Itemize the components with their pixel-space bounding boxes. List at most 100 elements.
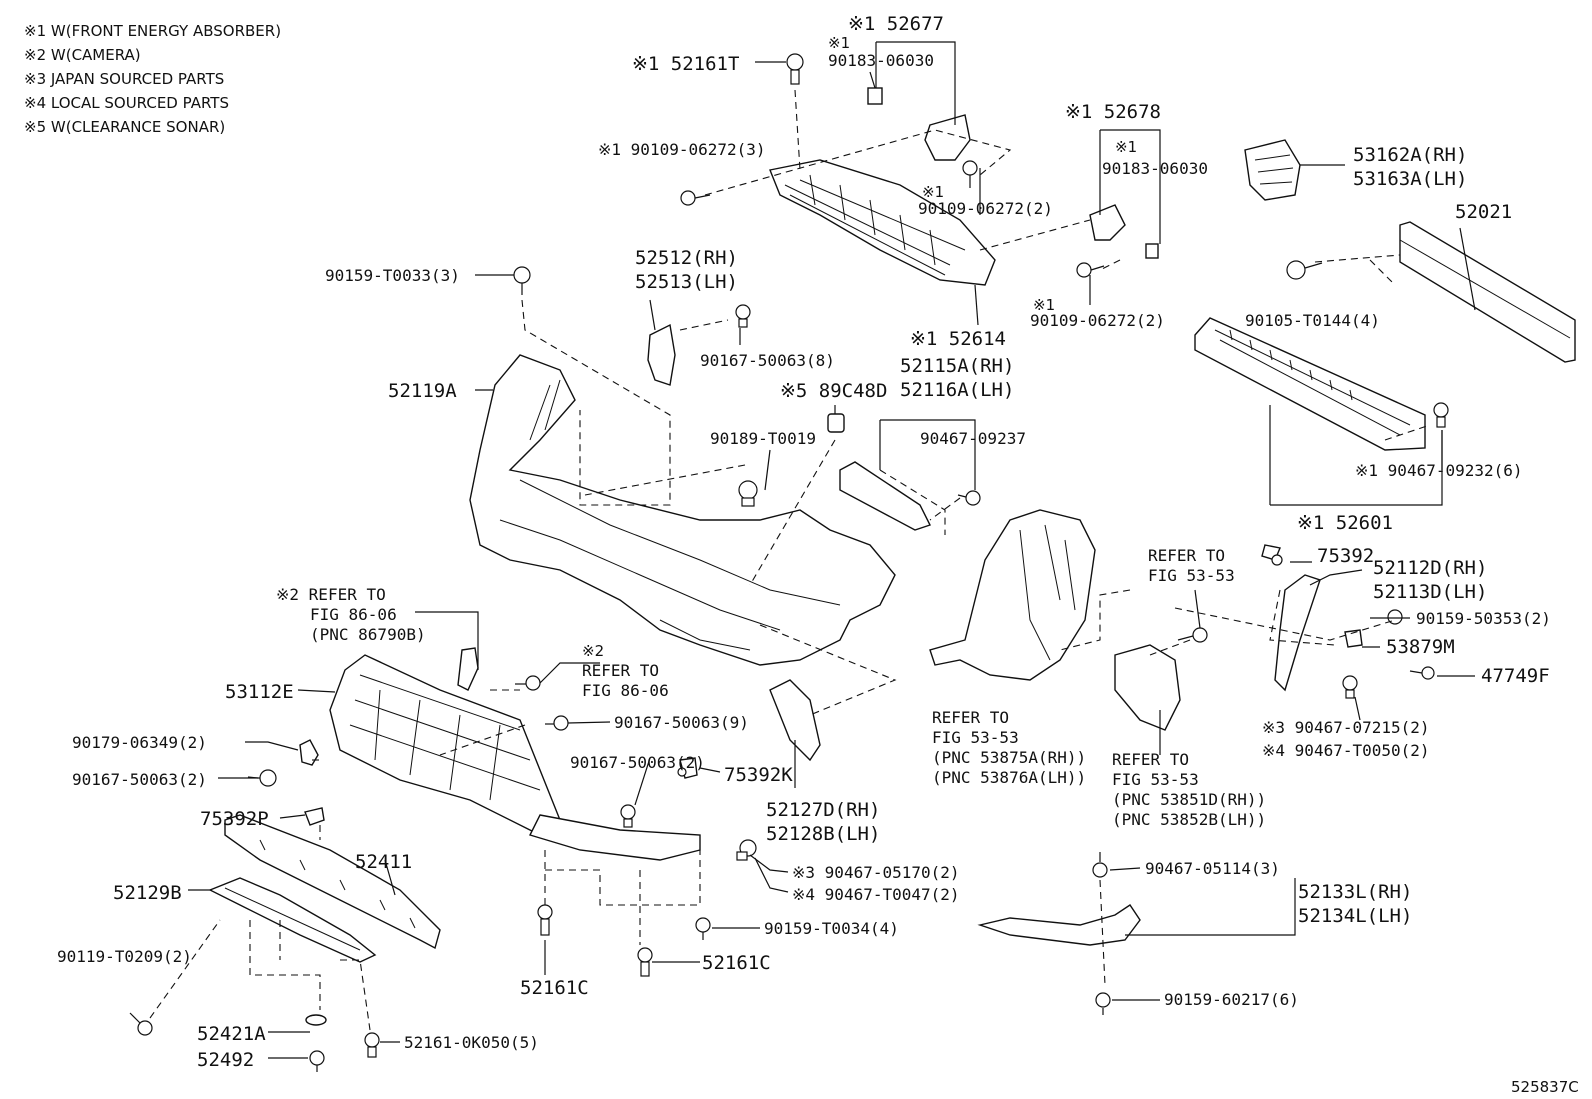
- legend: ※1 W(FRONT ENERGY ABSORBER) ※2 W(CAMERA)…: [24, 22, 281, 136]
- label-52113D: 52113D(LH): [1373, 581, 1487, 603]
- label-52116A: 52116A(LH): [900, 379, 1014, 401]
- label-90159-60217: 90159-60217(6): [1164, 990, 1299, 1009]
- label-52112D: 52112D(RH): [1373, 557, 1487, 579]
- part-shapes: [129, 53, 1576, 1072]
- note-90109b: ※1: [922, 183, 944, 201]
- legend-line-4: ※4 LOCAL SOURCED PARTS: [24, 94, 229, 112]
- bar-52021: [1399, 221, 1576, 363]
- note-90109c: ※1: [1033, 296, 1055, 314]
- label-90167-2b: 90167-50063(2): [72, 770, 207, 789]
- label-53879M: 53879M: [1386, 636, 1455, 658]
- label-90183b: 90183-06030: [1102, 159, 1208, 178]
- label-52119A: 52119A: [388, 380, 457, 402]
- label-90159-T0034: 90159-T0034(4): [764, 919, 899, 938]
- bracket-52678: [1089, 204, 1159, 259]
- label-75392P: 75392P: [200, 808, 269, 830]
- mudguard: [1114, 644, 1181, 731]
- ref-53-53b-line4: (PNC 53876A(LH)): [932, 768, 1086, 787]
- label-52134L: 52134L(LH): [1298, 905, 1412, 927]
- absorber-52601: [1194, 317, 1426, 451]
- label-53112E: 53112E: [225, 681, 294, 703]
- bracket-53162A: [1244, 139, 1301, 201]
- label-90467-09237: 90467-09237: [920, 429, 1026, 448]
- label-90183a: 90183-06030: [828, 51, 934, 70]
- label-90109c: 90109-06272(2): [1030, 311, 1165, 330]
- label-52614: ※1 52614: [910, 328, 1006, 350]
- label-52411: 52411: [355, 851, 412, 873]
- bracket-52115A: [839, 461, 931, 531]
- label-52115A: 52115A(RH): [900, 355, 1014, 377]
- label-47749F: 47749F: [1481, 665, 1550, 687]
- note-ref-86-06b: ※2: [582, 642, 604, 660]
- label-90189: 90189-T0019: [710, 429, 816, 448]
- spoiler-52411: [224, 814, 441, 950]
- bumper-cover-52119A: [469, 354, 896, 666]
- fender-liner: [929, 509, 1096, 681]
- part-labels: ※1 52677 ※1 52161T ※1 90183-06030 ※1 901…: [57, 13, 1579, 1096]
- label-90467-05114: 90467-05114(3): [1145, 859, 1280, 878]
- label-90467-05170: ※3 90467-05170(2): [792, 863, 960, 882]
- label-90167-9: 90167-50063(9): [614, 713, 749, 732]
- ref-86-06a-line3: (PNC 86790B): [310, 625, 426, 644]
- legend-line-5: ※5 W(CLEARANCE SONAR): [24, 118, 225, 136]
- label-90119: 90119-T0209(2): [57, 947, 192, 966]
- bracket-52133L: [977, 904, 1141, 946]
- ref-53-53a-line2: FIG 53-53: [1148, 566, 1235, 585]
- ref-86-06a-line2: FIG 86-06: [310, 605, 397, 624]
- label-52128B: 52128B(LH): [766, 823, 880, 845]
- label-90167-2a: 90167-50063(2): [570, 753, 705, 772]
- ref-86-06b-line1: REFER TO: [582, 661, 659, 680]
- fasteners: [129, 53, 1449, 1072]
- misc-small-parts: [299, 413, 1363, 1026]
- label-52601: ※1 52601: [1297, 512, 1393, 534]
- label-52129B: 52129B: [113, 882, 182, 904]
- legend-line-2: ※2 W(CAMERA): [24, 46, 141, 64]
- label-53163A: 53163A(LH): [1353, 168, 1467, 190]
- label-52677: ※1 52677: [848, 13, 944, 35]
- label-90159-T0033: 90159-T0033(3): [325, 266, 460, 285]
- ref-53-53c-line2: FIG 53-53: [1112, 770, 1199, 789]
- reinforcement-52614: [769, 159, 996, 286]
- note-90183b: ※1: [1115, 138, 1137, 156]
- assembly-dashes: [149, 89, 1431, 1031]
- leader-lines: [188, 41, 1476, 1059]
- ref-53-53c-line1: REFER TO: [1112, 750, 1189, 769]
- ref-53-53c-line3: (PNC 53851D(RH)): [1112, 790, 1266, 809]
- label-53162A: 53162A(RH): [1353, 144, 1467, 166]
- diagram-id: 525837C: [1511, 1078, 1579, 1096]
- ref-86-06a-line1: ※2 REFER TO: [276, 585, 386, 604]
- ref-53-53c-line4: (PNC 53852B(LH)): [1112, 810, 1266, 829]
- label-90109b: 90109-06272(2): [918, 199, 1053, 218]
- ref-53-53b-line3: (PNC 53875A(RH)): [932, 748, 1086, 767]
- label-52512: 52512(RH): [635, 247, 738, 269]
- label-52021: 52021: [1455, 201, 1512, 223]
- label-90467-07215: ※3 90467-07215(2): [1262, 718, 1430, 737]
- label-52678: ※1 52678: [1065, 101, 1161, 123]
- label-52161C-a: 52161C: [520, 977, 589, 999]
- label-52127D: 52127D(RH): [766, 799, 880, 821]
- legend-line-3: ※3 JAPAN SOURCED PARTS: [24, 70, 224, 88]
- label-90179: 90179-06349(2): [72, 733, 207, 752]
- label-52161-0K050: 52161-0K050(5): [404, 1033, 539, 1052]
- ref-53-53b-line2: FIG 53-53: [932, 728, 1019, 747]
- flare-52112D: [1274, 574, 1321, 692]
- label-90467-09232: ※1 90467-09232(6): [1355, 461, 1523, 480]
- label-89C48D: ※5 89C48D: [780, 380, 887, 402]
- spacer-52512: [647, 323, 676, 386]
- label-52161C-b: 52161C: [702, 952, 771, 974]
- label-90159-50353: 90159-50353(2): [1416, 609, 1551, 628]
- legend-line-1: ※1 W(FRONT ENERGY ABSORBER): [24, 22, 281, 40]
- ref-53-53a-line1: REFER TO: [1148, 546, 1225, 565]
- label-90109a: ※1 90109-06272(3): [598, 140, 766, 159]
- label-90467-T0050: ※4 90467-T0050(2): [1262, 741, 1430, 760]
- undercover-52129B: [208, 877, 377, 963]
- lower-grille-53112E: [329, 654, 561, 836]
- ref-53-53b-line1: REFER TO: [932, 708, 1009, 727]
- label-90467-T0047: ※4 90467-T0047(2): [792, 885, 960, 904]
- label-52492: 52492: [197, 1049, 254, 1071]
- bracket-52677: [867, 87, 971, 161]
- label-52161T: ※1 52161T: [632, 53, 739, 75]
- note-90183a: ※1: [828, 34, 850, 52]
- label-52513: 52513(LH): [635, 271, 738, 293]
